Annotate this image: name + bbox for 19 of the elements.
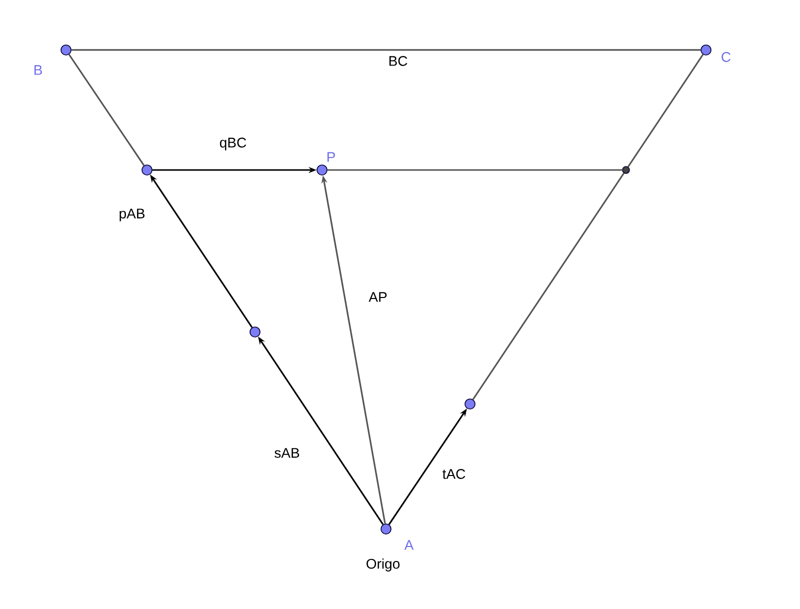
point bbox=[142, 164, 152, 176]
point bbox=[316, 164, 328, 176]
point bbox=[622, 166, 630, 174]
point-label: P bbox=[327, 152, 335, 162]
edge-label: pAB bbox=[118, 208, 146, 222]
edge-label: BC bbox=[387, 55, 409, 67]
point bbox=[60, 44, 72, 56]
point-label: B bbox=[34, 65, 42, 75]
edge-label: sAB bbox=[273, 447, 301, 459]
point bbox=[380, 524, 392, 534]
point-caption: Origo bbox=[366, 558, 400, 572]
point-label: A bbox=[404, 540, 414, 550]
edge-label: AP bbox=[368, 291, 388, 303]
point bbox=[250, 326, 260, 338]
edge-label: tAC bbox=[441, 468, 467, 480]
point bbox=[464, 398, 476, 410]
point bbox=[700, 44, 712, 56]
point-label: C bbox=[722, 52, 731, 62]
edge-label: qBC bbox=[218, 136, 248, 152]
